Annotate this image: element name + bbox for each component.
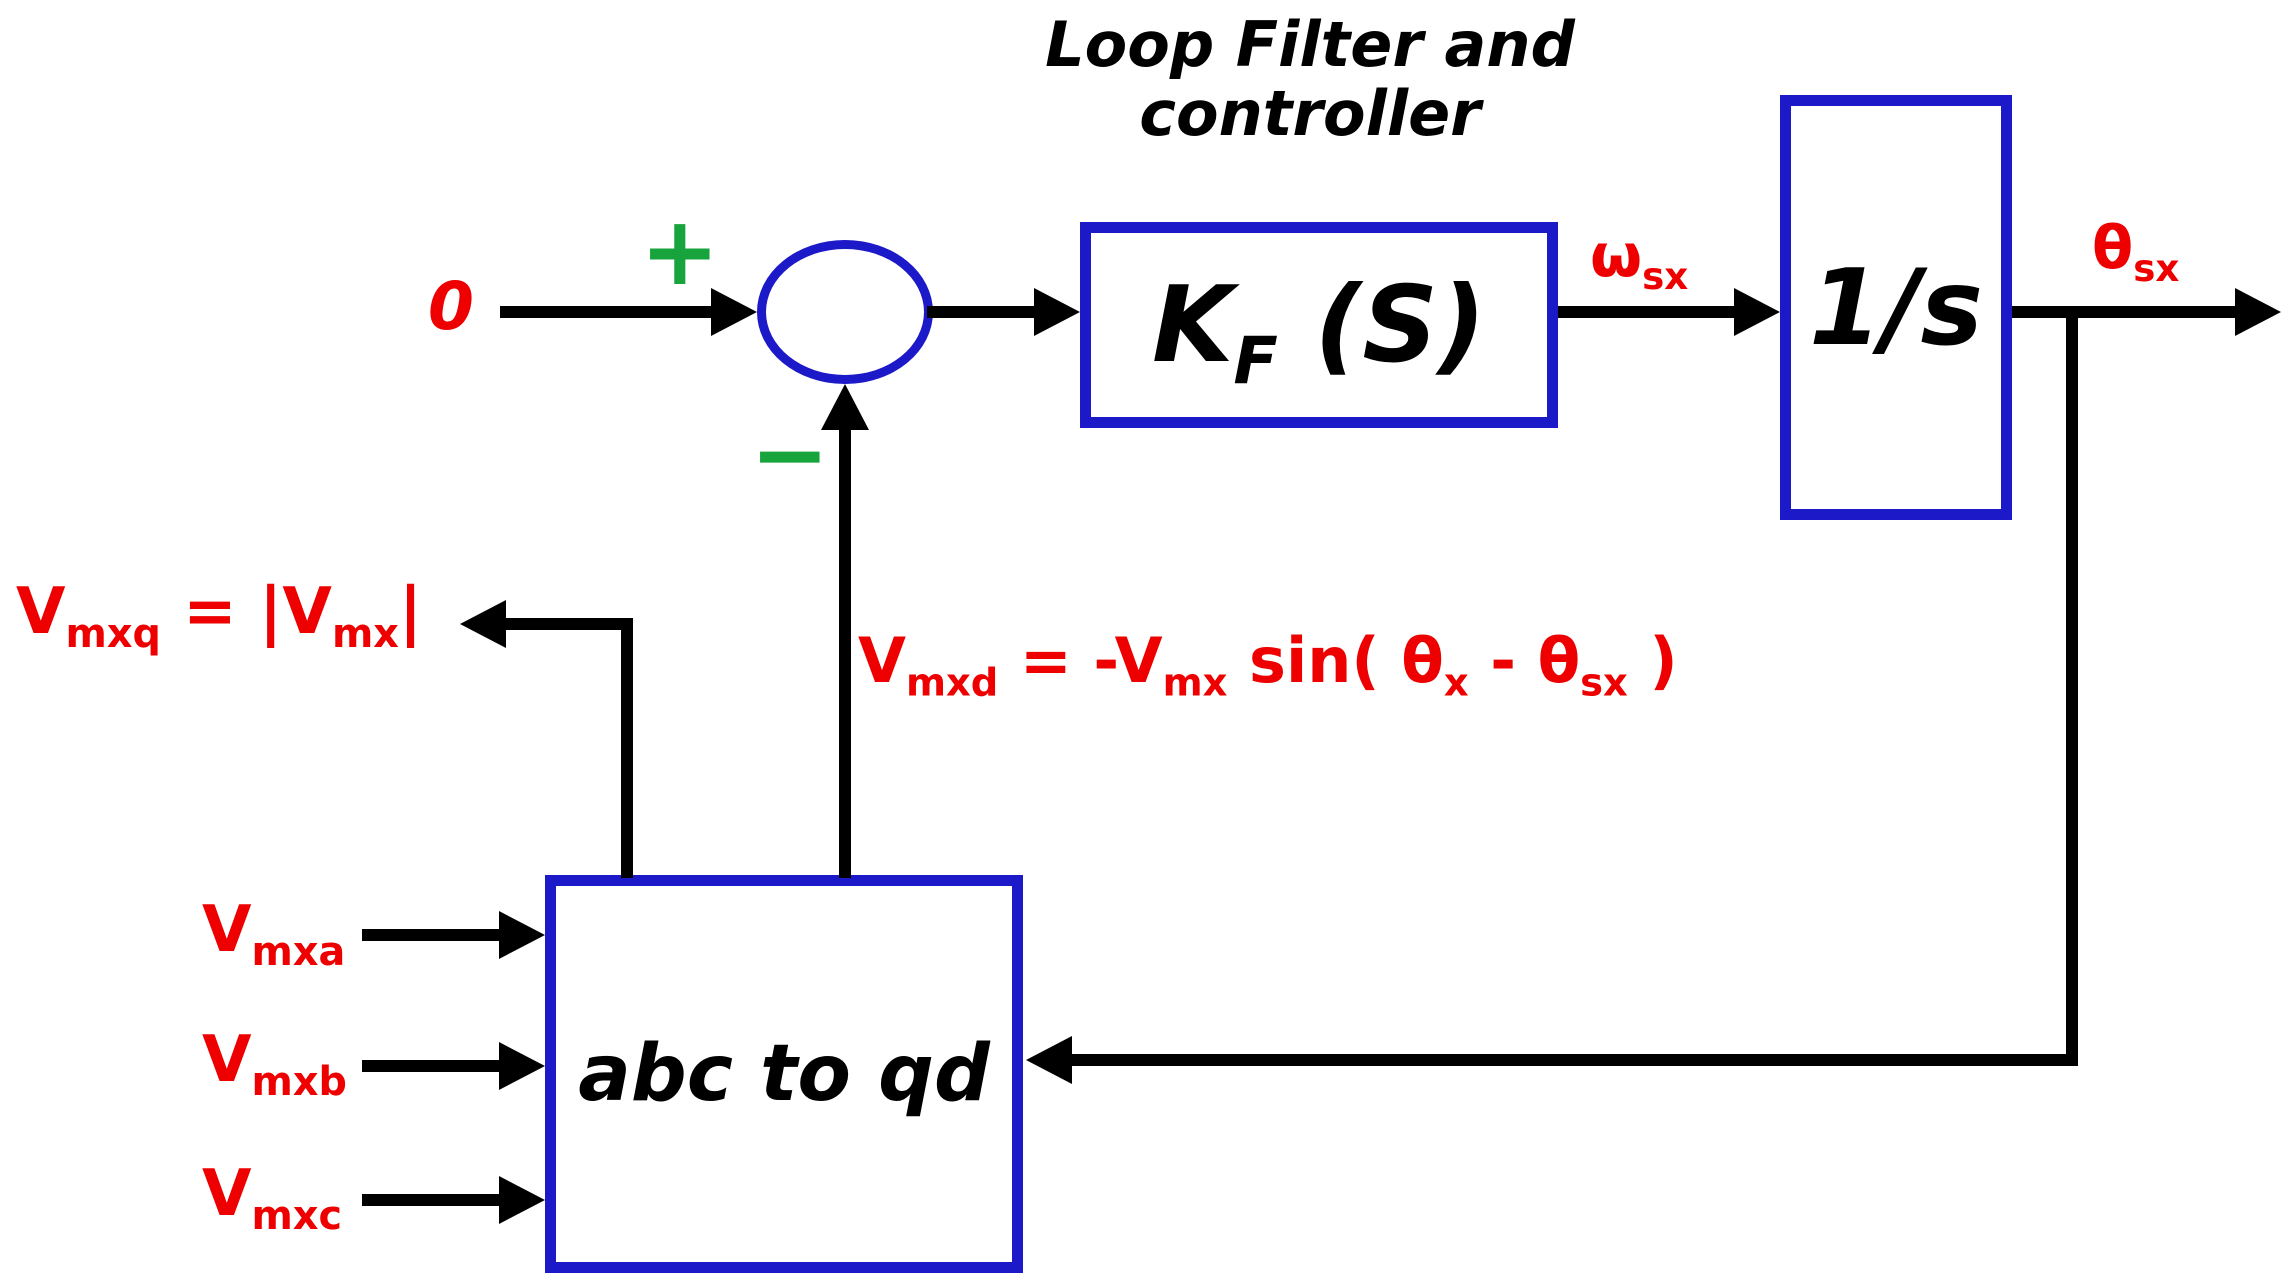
arrowhead-vmxb (499, 1042, 545, 1090)
arrowhead-into-integrator (1734, 288, 1780, 336)
text-segment: sx (1580, 660, 1628, 706)
text-segment: = |V (160, 575, 332, 649)
text-segment: mxb (251, 1058, 347, 1105)
wire-loop-filter-to-integrator (1558, 306, 1738, 318)
text-segment: V (202, 893, 252, 967)
theta-sx-label: θsx (2092, 218, 2179, 287)
wire-zero-to-sum (500, 306, 715, 318)
wire-sum-to-loop-filter (927, 306, 1037, 318)
text-segment: mxd (905, 660, 999, 706)
wire-feedback-horizontal (1070, 1054, 2072, 1066)
wire-feedback-vertical (2066, 306, 2078, 1066)
diagram-title: Loop Filter and controller (950, 10, 1670, 149)
text-segment: mxc (251, 1192, 342, 1239)
text-segment: = -V (998, 624, 1163, 697)
text-segment: mx (1162, 660, 1228, 706)
text-segment: ω (1590, 221, 1643, 291)
arrowhead-vmxd-into-sum (821, 384, 869, 430)
omega-sx-label: ωsx (1590, 226, 1688, 295)
vmxb-label: Vmxb (202, 1028, 347, 1102)
vmxc-label: Vmxc (202, 1162, 342, 1236)
wire-vmxb-input (362, 1060, 502, 1072)
text-segment: θ (2092, 213, 2134, 283)
vmxd-equation-label: Vmxd = -Vmx sin( θx - θsx ) (858, 630, 1678, 703)
text-segment: | (398, 575, 423, 649)
title-line-1: Loop Filter and (1045, 8, 1575, 81)
text-segment: ) (1627, 624, 1678, 697)
text-segment: mxq (65, 610, 161, 657)
summing-junction (757, 240, 933, 384)
wire-vmxd-vertical (839, 426, 851, 878)
wire-vmxa-input (362, 929, 502, 941)
title-line-2: controller (1139, 77, 1481, 151)
text-segment: V (202, 1023, 252, 1097)
text-segment: mxa (251, 928, 346, 975)
arrowhead-vmxa (499, 911, 545, 959)
loop-filter-block: KF (S) (1080, 222, 1558, 428)
text-segment: - θ (1468, 624, 1581, 697)
arrowhead-into-sum (711, 288, 757, 336)
text-segment: F (1233, 324, 1278, 399)
plus-sign: + (640, 197, 720, 307)
arrowhead-output (2235, 288, 2281, 336)
arrowhead-vmxq (460, 600, 506, 648)
text-segment: sin( θ (1227, 624, 1444, 697)
arrowhead-into-abc-block (1026, 1036, 1072, 1084)
minus-sign: − (750, 400, 830, 510)
wire-vmxc-input (362, 1194, 502, 1206)
loop-filter-block-label: KF (S) (1152, 264, 1486, 394)
text-segment: V (202, 1157, 252, 1231)
text-segment: V (858, 624, 906, 697)
integrator-block-label: 1/s (1809, 246, 1983, 369)
integrator-block: 1/s (1780, 95, 2012, 520)
text-segment: x (1443, 660, 1469, 706)
text-segment: K (1152, 264, 1234, 386)
arrowhead-into-loop-filter (1034, 288, 1080, 336)
zero-input-label: 0 (428, 268, 474, 345)
vmxq-equation-label: Vmxq = |Vmx| (16, 580, 422, 654)
wire-integrator-output (2012, 306, 2238, 318)
text-segment: mx (331, 610, 399, 657)
text-segment: sx (2133, 246, 2180, 290)
text-segment: sx (1642, 254, 1689, 298)
arrowhead-vmxc (499, 1176, 545, 1224)
vmxa-label: Vmxa (202, 898, 345, 972)
abc-to-qd-block-label: abc to qd (578, 1029, 990, 1119)
wire-vmxq-horizontal (503, 618, 633, 630)
text-segment: (S) (1277, 264, 1486, 386)
wire-vmxq-vertical (621, 618, 633, 878)
text-segment: V (16, 575, 66, 649)
abc-to-qd-block: abc to qd (545, 875, 1023, 1273)
